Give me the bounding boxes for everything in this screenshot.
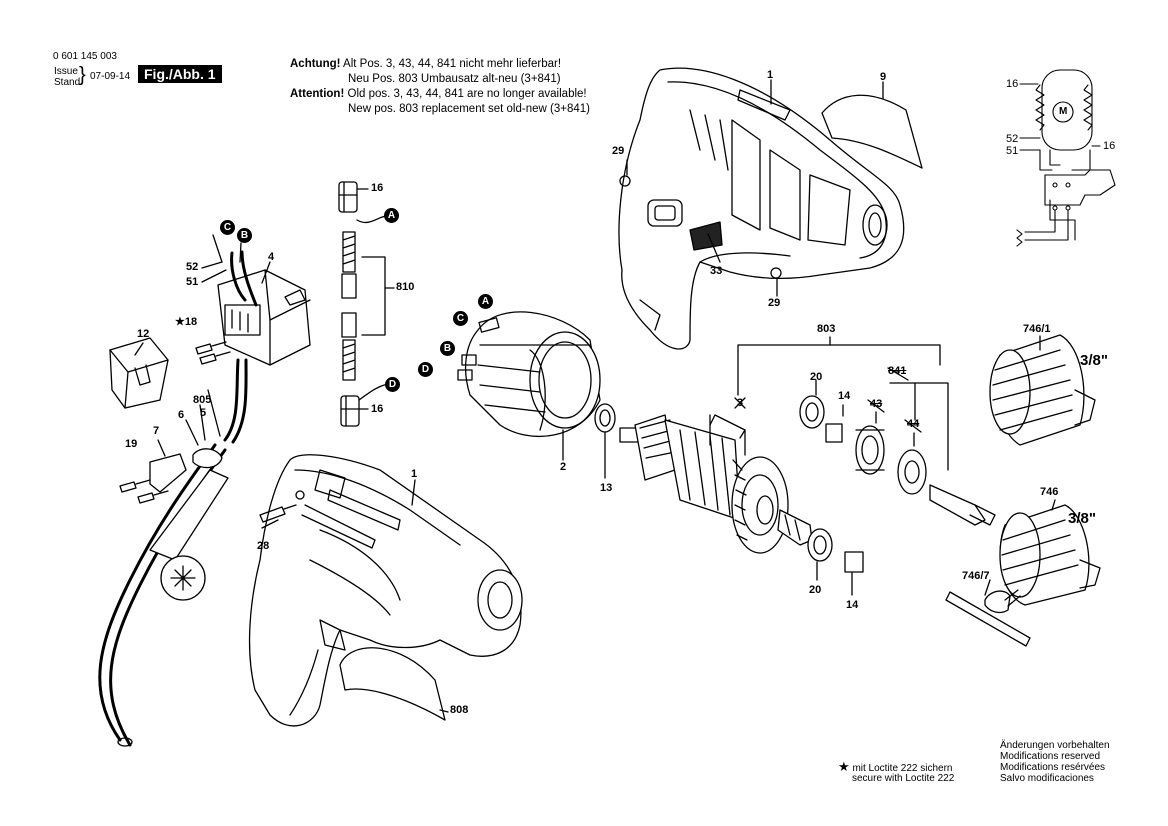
field-stator-2	[457, 311, 601, 461]
replacement-set-bracket	[734, 336, 949, 471]
label-1-bottom: 1	[411, 468, 418, 480]
label-18: ★18	[175, 315, 197, 328]
label-808: 808	[450, 704, 469, 716]
label-12: 12	[137, 328, 150, 340]
stand-label: Stand	[54, 77, 81, 88]
notice-en-line1: Attention! Old pos. 3, 43, 44, 841 are n…	[290, 87, 587, 101]
label-841: 841	[888, 365, 907, 377]
cable-clamp-7	[119, 439, 187, 504]
loctite-de-text: mit Loctite 222 sichern	[852, 763, 953, 774]
label-14-b: 14	[846, 599, 859, 611]
issue-date: 07-09-14	[90, 71, 131, 82]
label-7: 7	[153, 425, 160, 437]
chuck-key-746-7	[945, 579, 1031, 647]
part-12	[109, 337, 169, 409]
label-52: 52	[186, 261, 199, 273]
label-9: 9	[880, 71, 887, 83]
label-803: 803	[817, 323, 836, 335]
wiring-label-51: 51	[1006, 145, 1019, 157]
bearing-13	[594, 403, 616, 479]
label-29-a: 29	[612, 145, 625, 157]
star-icon: ★	[175, 316, 185, 328]
nameplate-808	[339, 647, 446, 721]
brace: }	[79, 64, 86, 86]
label-29-b: 29	[768, 297, 781, 309]
motor-symbol: M	[1059, 106, 1068, 117]
wiring-label-16-a: 16	[1006, 78, 1019, 90]
notice-en-bold: Attention!	[290, 88, 345, 100]
label-44: 44	[907, 418, 920, 430]
label-51: 51	[186, 276, 199, 288]
housing-half-top	[618, 67, 905, 350]
power-cable	[98, 389, 229, 747]
label-18-text: 18	[184, 316, 198, 328]
modifications-fr: Modifications resérvées	[1000, 762, 1106, 773]
switch-4	[195, 250, 311, 444]
label-5: 5	[200, 407, 207, 419]
chuck-746-1	[989, 334, 1096, 446]
carbon-brush-assembly	[338, 181, 395, 427]
label-4: 4	[268, 251, 275, 263]
label-805: 805	[193, 394, 212, 406]
label-746-1: 746/1	[1023, 323, 1051, 335]
chuck-746	[999, 499, 1101, 606]
label-16-a: 16	[371, 182, 384, 194]
screw-28	[259, 504, 297, 523]
label-33: 33	[710, 265, 723, 277]
label-1-top: 1	[767, 69, 774, 81]
notice-de-bold: Achtung!	[290, 58, 341, 70]
label-746: 746	[1040, 486, 1059, 498]
label-43: 43	[870, 398, 883, 410]
label-2: 2	[560, 461, 567, 473]
notice-de-line2: Neu Pos. 803 Umbausatz alt-neu (3+841)	[348, 73, 561, 85]
notice-de-line1: Achtung! Alt Pos. 3, 43, 44, 841 nicht m…	[290, 57, 561, 71]
figure-label: Fig./Abb. 1	[138, 65, 222, 83]
size-label-a: 3/8"	[1080, 352, 1108, 369]
part-number: 0 601 145 003	[53, 51, 117, 62]
marker-d-field: D	[418, 362, 433, 377]
armature	[619, 414, 813, 554]
notice-en-text1: Old pos. 3, 43, 44, 841 are no longer av…	[347, 88, 587, 100]
housing-half-bottom	[248, 454, 523, 727]
marker-c-field: C	[453, 311, 468, 326]
marker-c-switch: C	[220, 220, 235, 235]
label-20-a: 20	[810, 371, 823, 383]
issue-label: Issue	[54, 66, 78, 77]
label-746-7: 746/7	[962, 570, 990, 582]
label-20-b: 20	[809, 584, 822, 596]
marker-b-field: B	[440, 341, 455, 356]
modifications-en: Modifications reserved	[1000, 751, 1101, 762]
modifications-de: Änderungen vorbehalten	[1000, 740, 1110, 751]
label-28: 28	[257, 540, 270, 552]
size-label-b: 3/8"	[1068, 510, 1096, 527]
wiring-diagram	[1016, 69, 1116, 247]
wiring-label-16-b: 16	[1103, 140, 1116, 152]
label-3: 3	[737, 397, 744, 409]
marker-a-brush: A	[384, 208, 399, 223]
loctite-note-en: secure with Loctite 222	[852, 773, 955, 784]
notice-en-line2: New pos. 803 replacement set old-new (3+…	[348, 103, 590, 115]
label-19: 19	[125, 438, 138, 450]
label-14-a: 14	[838, 390, 851, 402]
loctite-note-de: ★ mit Loctite 222 sichern	[838, 759, 953, 774]
marker-d-brush: D	[385, 377, 400, 392]
star-icon-footer: ★	[838, 759, 850, 774]
label-13: 13	[600, 482, 613, 494]
label-6: 6	[178, 409, 185, 421]
label-16-b: 16	[371, 403, 384, 415]
gear-train	[799, 379, 996, 596]
nameplate-9	[821, 94, 923, 169]
marker-a-field: A	[478, 294, 493, 309]
marker-b-switch: B	[237, 228, 252, 243]
modifications-es: Salvo modificaciones	[1000, 773, 1094, 784]
wiring-label-52: 52	[1006, 133, 1019, 145]
label-810: 810	[396, 281, 415, 293]
notice-de-text1: Alt Pos. 3, 43, 44, 841 nicht mehr liefe…	[343, 58, 562, 70]
